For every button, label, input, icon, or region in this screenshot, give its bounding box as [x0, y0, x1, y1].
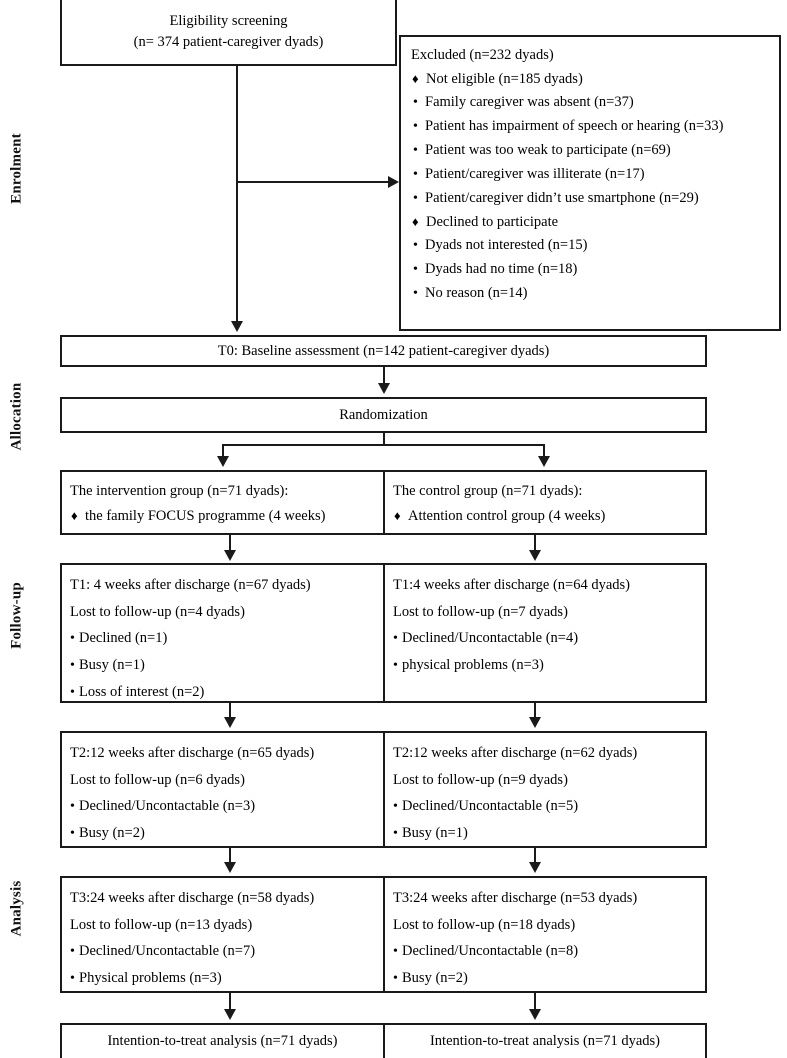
- connector-control-t1-arrow: [529, 550, 541, 561]
- analysis-intervention-box: Intention-to-treat analysis (n=71 dyads): [60, 1023, 385, 1058]
- connector-intervention-analysis-line: [229, 993, 231, 1010]
- stage-label-followup: Follow-up: [9, 556, 26, 676]
- eligibility-screening-line2: (n= 374 patient-caregiver dyads): [133, 34, 324, 50]
- eligibility-screening-line1: Eligibility screening: [169, 13, 288, 30]
- connector-randomization-left-drop: [222, 444, 224, 457]
- excluded-item-0: Not eligible (n=185 dyads): [411, 69, 771, 90]
- excluded-item-5: Patient/caregiver didn’t use smartphone …: [411, 188, 771, 209]
- connector-intervention-t2-line: [229, 703, 231, 718]
- t1-intervention-reason-2: Loss of interest (n=2): [70, 682, 377, 703]
- excluded-item-8: Dyads had no time (n=18): [411, 259, 771, 280]
- excluded-box: Excluded (n=232 dyads) Not eligible (n=1…: [399, 35, 781, 331]
- connector-control-analysis-line: [534, 993, 536, 1010]
- connector-baseline-arrow: [378, 383, 390, 394]
- excluded-item-1: Family caregiver was absent (n=37): [411, 92, 771, 113]
- connector-intervention-t1-arrow: [224, 550, 236, 561]
- t2-control-lost: Lost to follow-up (n=9 dyads): [393, 771, 568, 788]
- connector-randomization-right-arrow: [538, 456, 550, 467]
- t1-intervention-lost: Lost to follow-up (n=4 dyads): [70, 603, 245, 620]
- stage-label-analysis-text: Analysis: [8, 880, 25, 937]
- t1-control-box: T1:4 weeks after discharge (n=64 dyads) …: [383, 563, 707, 703]
- t1-intervention-header: T1: 4 weeks after discharge (n=67 dyads): [70, 577, 311, 593]
- t1-control-reason-1: physical problems (n=3): [393, 655, 699, 676]
- t3-control-header: T3:24 weeks after discharge (n=53 dyads): [393, 890, 638, 906]
- connector-intervention-t3-arrow: [224, 862, 236, 873]
- t2-control-reason-0: Declined/Uncontactable (n=5): [393, 796, 699, 817]
- connector-intervention-t3-line: [229, 848, 231, 863]
- control-group-line2: Attention control group (4 weeks): [393, 506, 699, 527]
- stage-label-allocation-text: Allocation: [8, 382, 25, 451]
- stage-label-enrolment: Enrolment: [9, 109, 26, 229]
- analysis-control-box: Intention-to-treat analysis (n=71 dyads): [383, 1023, 707, 1058]
- connector-control-t3-arrow: [529, 862, 541, 873]
- t1-intervention-reason-0: Declined (n=1): [70, 628, 377, 649]
- intervention-group-box: The intervention group (n=71 dyads): the…: [60, 470, 385, 535]
- stage-label-enrolment-text: Enrolment: [8, 133, 25, 204]
- connector-control-analysis-arrow: [529, 1009, 541, 1020]
- intervention-group-line2: the family FOCUS programme (4 weeks): [70, 506, 377, 527]
- connector-randomization-left-arrow: [217, 456, 229, 467]
- t3-intervention-box: T3:24 weeks after discharge (n=58 dyads)…: [60, 876, 385, 993]
- excluded-item-2: Patient has impairment of speech or hear…: [411, 116, 771, 137]
- t2-control-reason-1: Busy (n=1): [393, 823, 699, 844]
- t3-control-box: T3:24 weeks after discharge (n=53 dyads)…: [383, 876, 707, 993]
- t2-intervention-reason-0: Declined/Uncontactable (n=3): [70, 796, 377, 817]
- t1-intervention-box: T1: 4 weeks after discharge (n=67 dyads)…: [60, 563, 385, 703]
- excluded-item-3: Patient was too weak to participate (n=6…: [411, 140, 771, 161]
- eligibility-screening-box: Eligibility screening (n= 374 patient-ca…: [60, 0, 397, 66]
- connector-intervention-t2-arrow: [224, 717, 236, 728]
- connector-excluded-arrow: [388, 176, 399, 188]
- stage-label-analysis: Analysis: [9, 849, 26, 969]
- analysis-intervention-label: Intention-to-treat analysis (n=71 dyads): [107, 1033, 338, 1050]
- t3-intervention-header: T3:24 weeks after discharge (n=58 dyads): [70, 890, 315, 906]
- t2-control-box: T2:12 weeks after discharge (n=62 dyads)…: [383, 731, 707, 848]
- connector-baseline-vertical: [383, 367, 385, 384]
- t1-control-lost: Lost to follow-up (n=7 dyads): [393, 603, 568, 620]
- t2-intervention-box: T2:12 weeks after discharge (n=65 dyads)…: [60, 731, 385, 848]
- t1-control-header: T1:4 weeks after discharge (n=64 dyads): [393, 577, 631, 593]
- analysis-control-label: Intention-to-treat analysis (n=71 dyads): [429, 1033, 661, 1050]
- baseline-assessment-box: T0: Baseline assessment (n=142 patient-c…: [60, 335, 707, 367]
- connector-intervention-analysis-arrow: [224, 1009, 236, 1020]
- randomization-label: Randomization: [339, 406, 428, 423]
- connector-randomization-right-drop: [543, 444, 545, 457]
- excluded-item-7: Dyads not interested (n=15): [411, 235, 771, 256]
- control-group-line1: The control group (n=71 dyads):: [393, 483, 583, 499]
- t2-intervention-lost: Lost to follow-up (n=6 dyads): [70, 771, 245, 788]
- t3-intervention-reason-0: Declined/Uncontactable (n=7): [70, 941, 377, 962]
- intervention-group-line1: The intervention group (n=71 dyads):: [70, 483, 289, 499]
- randomization-box: Randomization: [60, 397, 707, 433]
- baseline-assessment-label: T0: Baseline assessment (n=142 patient-c…: [217, 342, 550, 359]
- excluded-item-9: No reason (n=14): [411, 283, 771, 304]
- t1-intervention-reason-1: Busy (n=1): [70, 655, 377, 676]
- t3-intervention-reason-1: Physical problems (n=3): [70, 968, 377, 989]
- t3-control-reason-0: Declined/Uncontactable (n=8): [393, 941, 699, 962]
- connector-randomization-bar: [222, 444, 545, 446]
- t1-control-reason-0: Declined/Uncontactable (n=4): [393, 628, 699, 649]
- connector-control-t2-arrow: [529, 717, 541, 728]
- excluded-heading: Excluded (n=232 dyads): [411, 47, 554, 63]
- connector-excluded-horizontal: [236, 181, 393, 183]
- t2-intervention-reason-1: Busy (n=2): [70, 823, 377, 844]
- excluded-item-6: Declined to participate: [411, 212, 771, 233]
- t2-intervention-header: T2:12 weeks after discharge (n=65 dyads): [70, 745, 315, 761]
- control-group-box: The control group (n=71 dyads): Attentio…: [383, 470, 707, 535]
- excluded-item-4: Patient/caregiver was illiterate (n=17): [411, 164, 771, 185]
- connector-control-t1-line: [534, 535, 536, 551]
- connector-control-t2-line: [534, 703, 536, 718]
- connector-screening-arrow: [231, 321, 243, 332]
- connector-randomization-stem: [383, 433, 385, 445]
- t2-control-header: T2:12 weeks after discharge (n=62 dyads): [393, 745, 638, 761]
- stage-label-followup-text: Follow-up: [8, 582, 25, 649]
- stage-label-allocation: Allocation: [9, 357, 26, 477]
- t3-control-lost: Lost to follow-up (n=18 dyads): [393, 916, 576, 933]
- connector-control-t3-line: [534, 848, 536, 863]
- t3-intervention-lost: Lost to follow-up (n=13 dyads): [70, 916, 253, 933]
- t3-control-reason-1: Busy (n=2): [393, 968, 699, 989]
- connector-screening-vertical: [236, 66, 238, 322]
- connector-intervention-t1-line: [229, 535, 231, 551]
